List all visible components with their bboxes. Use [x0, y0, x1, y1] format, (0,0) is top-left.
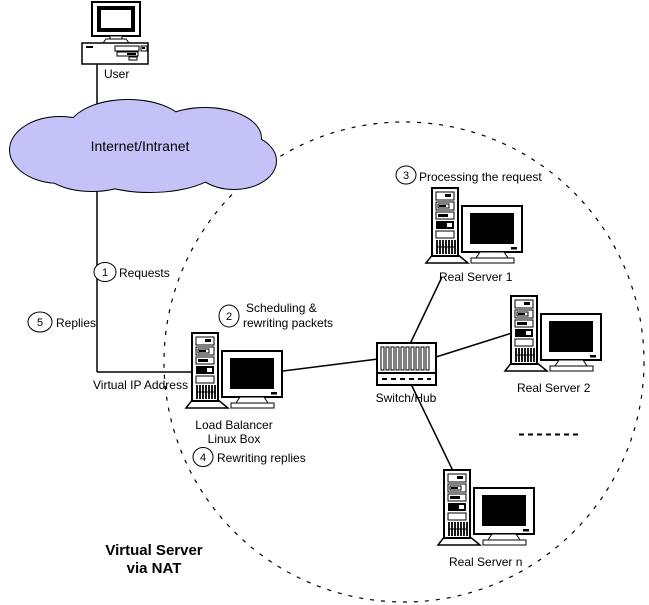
real-server-1-label: Real Server 1	[439, 270, 513, 284]
cloud-label: Internet/Intranet	[91, 138, 190, 154]
virtual-ip-label: Virtual IP Address	[93, 378, 188, 392]
step-2-number: 2	[226, 311, 232, 323]
real-server-n-label: Real Server n	[449, 555, 522, 569]
load-balancer-label-line2: Linux Box	[208, 432, 261, 446]
step-1-circle	[93, 262, 117, 282]
dashed-circle	[163, 121, 645, 603]
cloud-icon: Internet/Intranet	[9, 99, 277, 193]
step-3-number: 3	[403, 170, 409, 182]
step-4-circle	[192, 447, 214, 467]
step-2-annotation: 2 Scheduling & rewriting packets	[218, 301, 333, 330]
step-3-label: Processing the request	[419, 170, 542, 184]
step-5-annotation: 5 Replies	[27, 311, 96, 333]
connection-line-switch-rsn	[410, 383, 455, 474]
step-3-annotation: 3 Processing the request	[395, 165, 542, 185]
step-2-label-line1: Scheduling &	[246, 301, 317, 315]
step-5-circle	[27, 311, 53, 333]
user-label: User	[104, 67, 129, 81]
step-5-number: 5	[37, 317, 43, 329]
connection-line-lb-switch	[282, 358, 379, 372]
load-balancer-label-line1: Load Balancer	[195, 418, 272, 432]
step-4-annotation: 4 Rewriting replies	[192, 447, 306, 467]
user-computer-icon	[80, 0, 150, 66]
switch-hub-label: Switch/Hub	[376, 391, 437, 405]
real-server-2-label: Real Server 2	[517, 381, 591, 395]
step-2-label-line2: rewriting packets	[243, 316, 333, 330]
step-3-circle	[395, 165, 417, 185]
diagram-title-line2: via NAT	[127, 560, 182, 577]
switch-hub-icon	[376, 342, 437, 386]
step-1-annotation: 1 Requests	[93, 262, 170, 282]
step-5-label: Replies	[56, 316, 96, 330]
step-4-label: Rewriting replies	[217, 451, 306, 465]
diagram-title-line1: Virtual Server	[105, 542, 202, 559]
connection-line-switch-rs2	[435, 332, 513, 358]
step-2-circle	[218, 304, 240, 328]
connection-line-switch-rs1	[409, 276, 443, 345]
step-1-label: Requests	[119, 266, 170, 280]
step-4-number: 4	[200, 452, 206, 464]
step-1-number: 1	[102, 267, 108, 279]
